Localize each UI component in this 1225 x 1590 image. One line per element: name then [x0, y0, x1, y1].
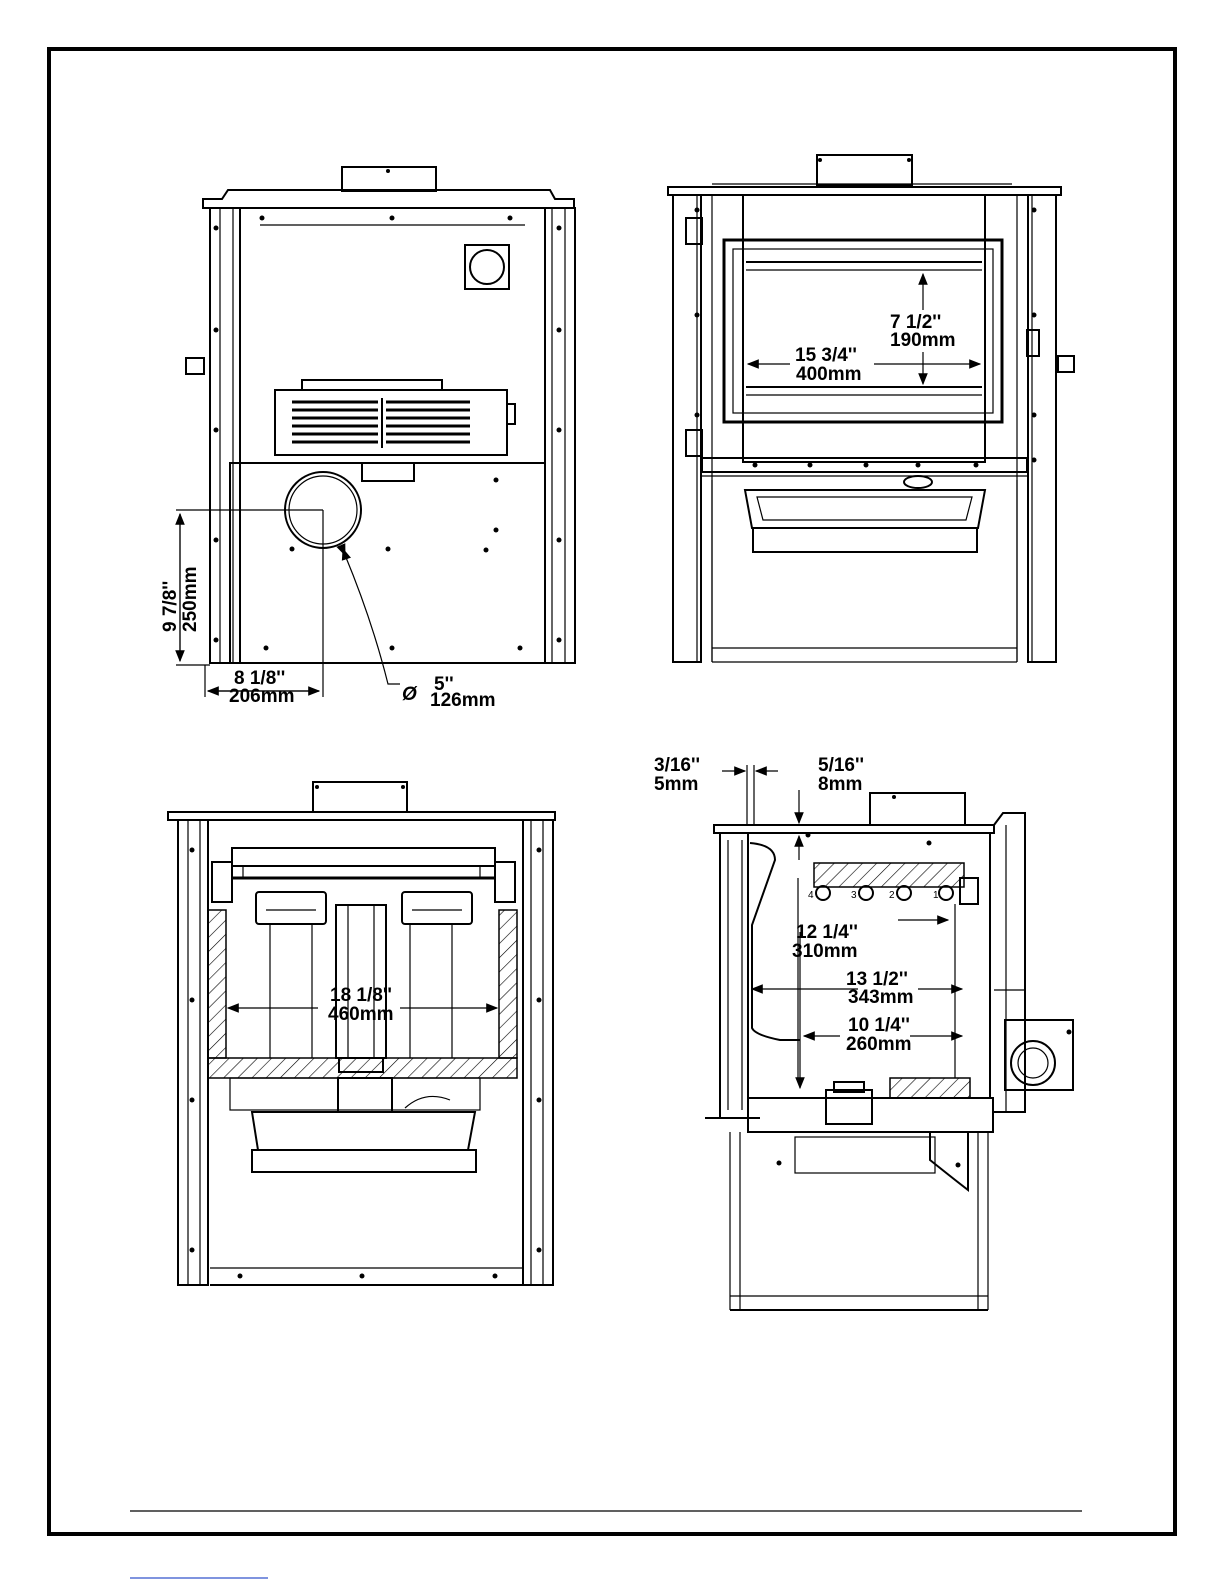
firebox-width-inch-label: 18 1/8'' — [330, 985, 392, 1006]
right-gap-inch-label: 5/16'' — [818, 755, 864, 776]
back-view: 9 7/8'' 250mm 8 1/8'' 206mm Ø 5'' 126mm — [160, 167, 575, 711]
side-section-view: 4 3 2 1 3/16'' 5mm 5/ — [654, 755, 1073, 1310]
front-section-view: 18 1/8'' 460mm — [168, 782, 555, 1285]
diameter-symbol: Ø — [402, 684, 418, 705]
page-border — [49, 49, 1175, 1534]
upper-depth-inch-label: 12 1/4'' — [796, 922, 858, 943]
burner-label-3: 3 — [851, 890, 857, 901]
lower-depth-inch-label: 10 1/4'' — [848, 1015, 910, 1036]
flue-diameter-mm-label: 126mm — [430, 690, 496, 711]
burner-label-1: 1 — [933, 890, 939, 901]
glass-height-mm-label: 190mm — [890, 330, 956, 351]
flue-height-mm-label: 250mm — [180, 567, 201, 633]
upper-depth-mm-label: 310mm — [792, 941, 858, 962]
flue-offset-mm-label: 206mm — [229, 686, 295, 707]
glass-width-mm-label: 400mm — [796, 364, 862, 385]
mid-depth-mm-label: 343mm — [848, 987, 914, 1008]
burner-label-2: 2 — [889, 890, 895, 901]
burner-label-4: 4 — [808, 890, 814, 901]
glass-width-inch-label: 15 3/4'' — [795, 345, 857, 366]
lower-depth-mm-label: 260mm — [846, 1034, 912, 1055]
front-view: 15 3/4'' 400mm 7 1/2'' 190mm — [668, 155, 1074, 662]
left-gap-inch-label: 3/16'' — [654, 755, 700, 776]
firebox-width-mm-label: 460mm — [328, 1004, 394, 1025]
left-gap-mm-label: 5mm — [654, 774, 698, 795]
flue-height-inch-label: 9 7/8'' — [160, 581, 181, 632]
right-gap-mm-label: 8mm — [818, 774, 862, 795]
